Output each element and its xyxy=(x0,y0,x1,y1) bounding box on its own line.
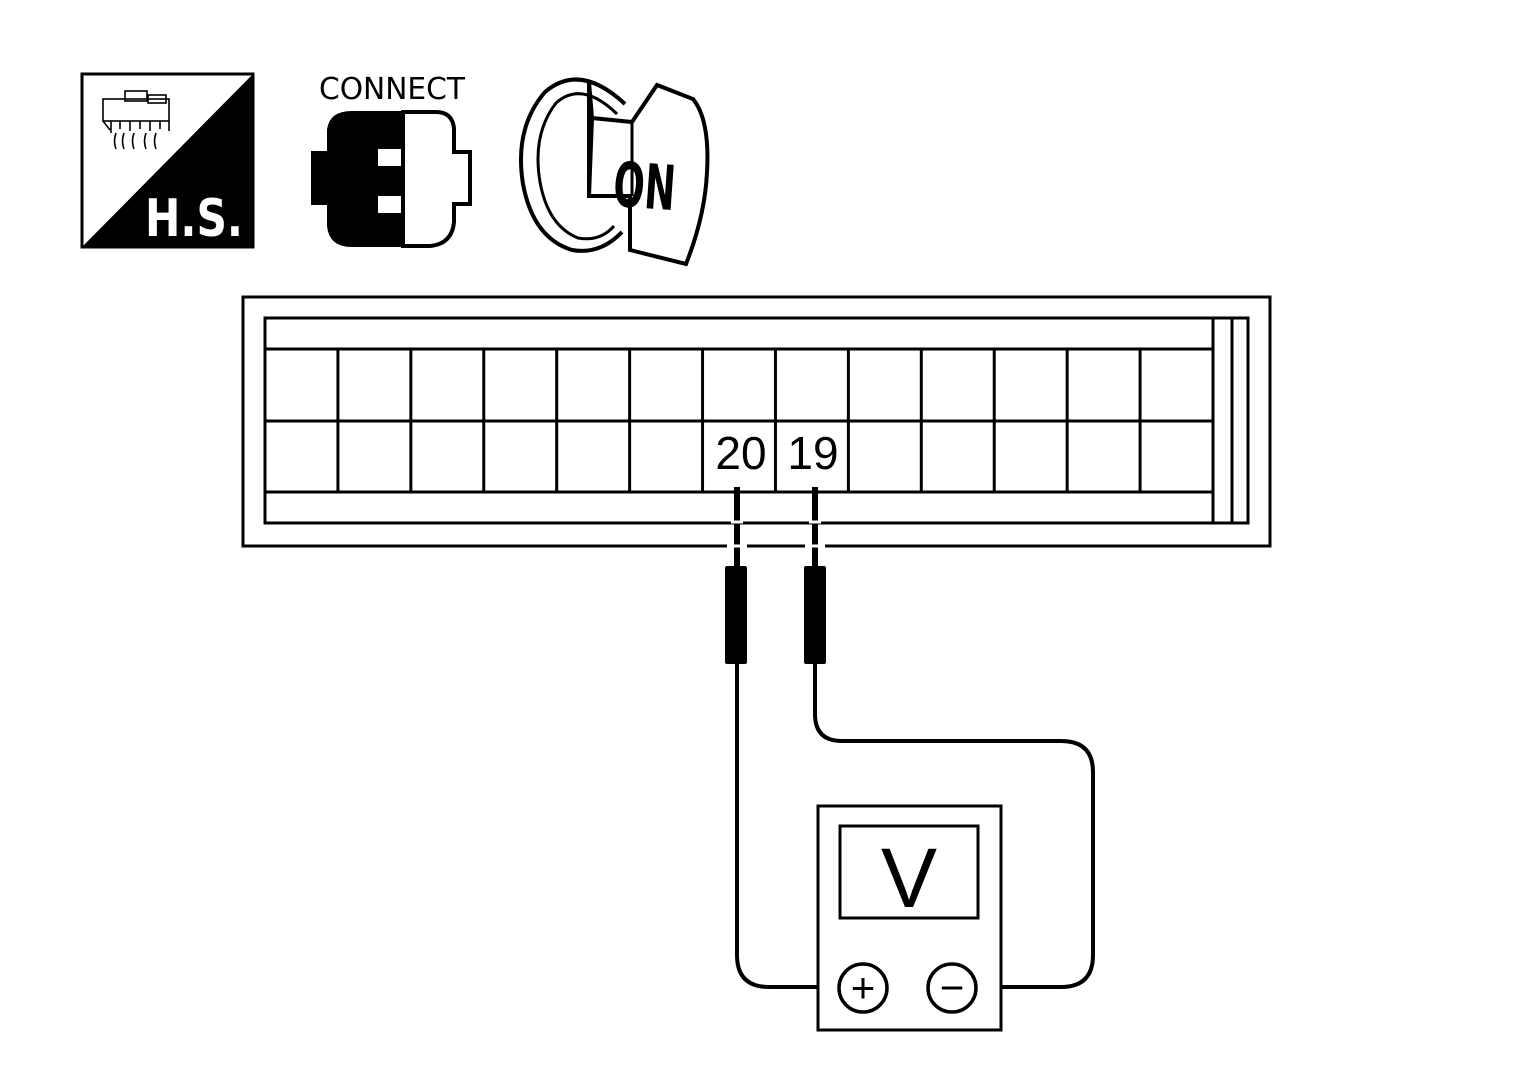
connect-label: CONNECT xyxy=(319,72,466,107)
positive-probe xyxy=(725,487,747,664)
ignition-key-icon: ON xyxy=(519,77,710,267)
positive-symbol: + xyxy=(851,964,876,1011)
negative-probe xyxy=(804,487,826,664)
connector-face xyxy=(241,295,1272,548)
cavity-grid xyxy=(336,349,1142,492)
connector-icon: CONNECT xyxy=(311,72,472,248)
ignition-on-label: ON xyxy=(611,148,678,225)
negative-terminal: − xyxy=(926,962,978,1014)
positive-lead-wire xyxy=(735,660,847,989)
positive-terminal: + xyxy=(837,962,889,1014)
terminal-20-label: 20 xyxy=(715,427,766,479)
test-leads xyxy=(735,660,1095,989)
voltmeter: V + − xyxy=(816,804,1003,1032)
harness-side-icon: H.S. xyxy=(80,72,255,249)
negative-lead-wire xyxy=(813,660,1095,989)
harness-side-label: H.S. xyxy=(145,189,243,249)
negative-symbol: − xyxy=(940,964,965,1011)
terminal-19-label: 19 xyxy=(787,427,838,479)
meter-display-label: V xyxy=(881,831,937,925)
